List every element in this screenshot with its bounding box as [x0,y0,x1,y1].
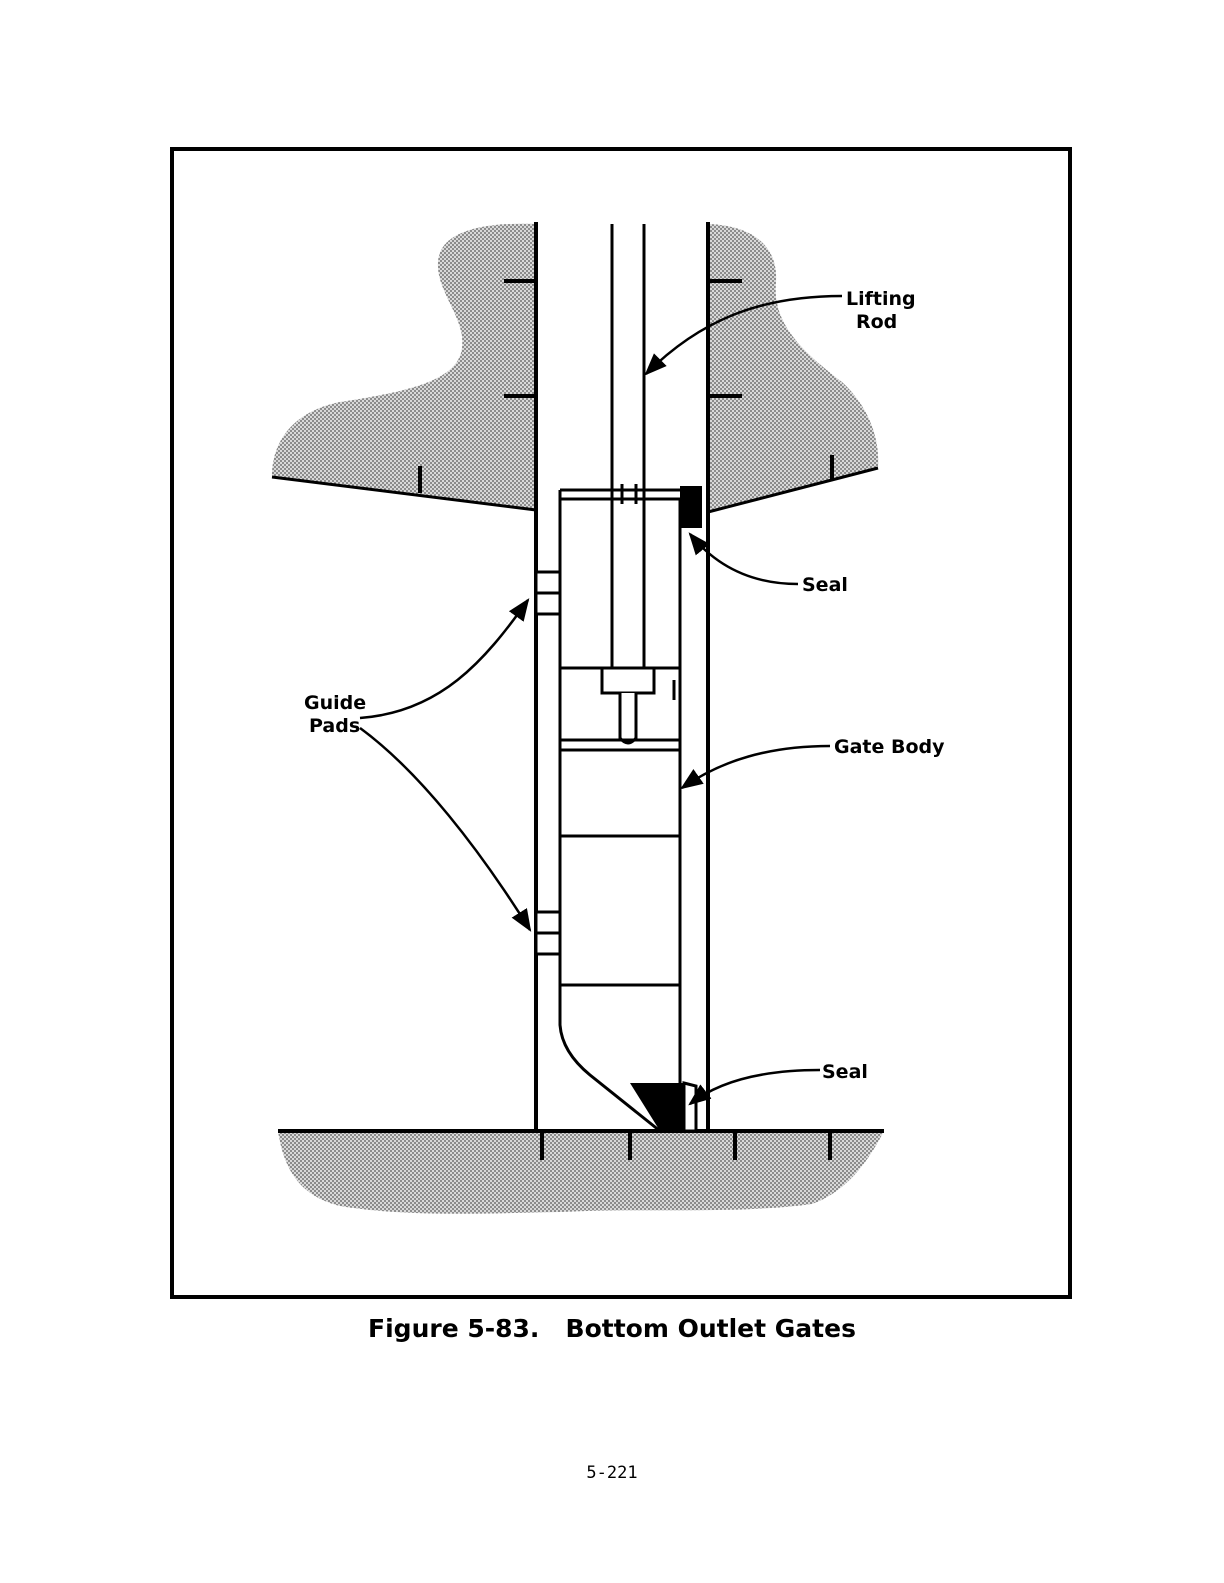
guide-pad-upper [536,572,560,614]
label-lifting-rod-line1: Lifting [846,288,916,310]
gate-body [560,490,680,1131]
label-seal-bottom: Seal [822,1061,868,1083]
label-seal-top: Seal [802,574,848,596]
label-guide-pads-line1: Guide [304,692,366,714]
label-gate-body: Gate Body [834,736,945,758]
upper-concrete-right [708,224,878,512]
figure-caption: Figure 5-83. Bottom Outlet Gates [0,1314,1224,1343]
lifting-rod [602,224,654,743]
guide-pad-lower [536,912,560,954]
page-number: 5-221 [0,1463,1224,1483]
label-guide-pads-line2: Pads [309,715,360,737]
seal-top [680,486,702,528]
lower-concrete [278,1131,884,1214]
gate-top-plate [560,484,692,504]
seal-bottom [630,1083,696,1131]
label-lifting-rod-line2: Rod [856,311,897,333]
upper-concrete-left [272,224,536,510]
